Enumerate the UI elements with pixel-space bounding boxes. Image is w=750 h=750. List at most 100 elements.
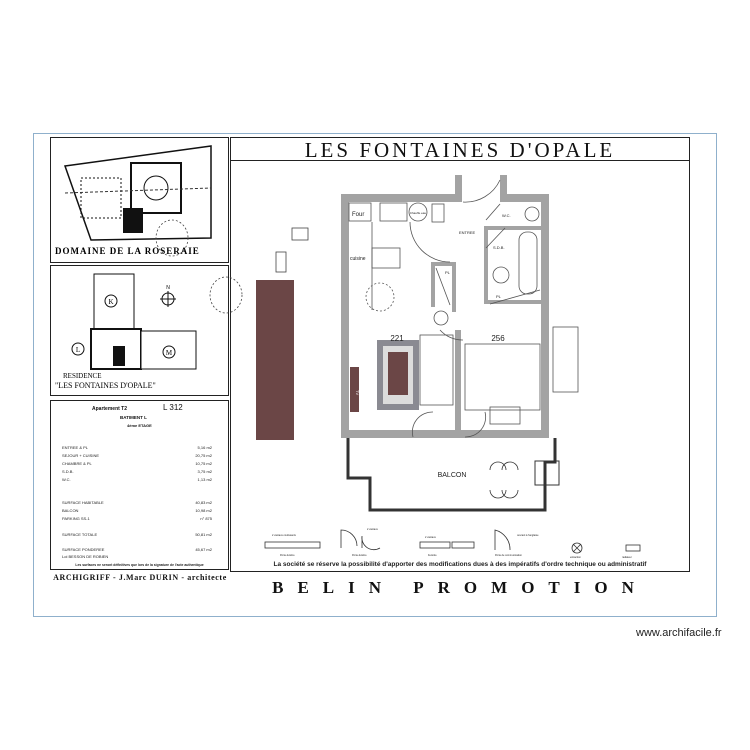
wall-pl-side (431, 262, 435, 307)
room-name: CHAMBRE & PL (62, 461, 92, 466)
desk (489, 406, 521, 425)
site-plan-panel: DOMAINE DE LA ROSERAIE (50, 137, 229, 263)
label-tv: TV (355, 390, 360, 395)
building-name: BATIMENT L (120, 415, 147, 420)
legend-symbols (264, 529, 641, 554)
door-bedroom (439, 329, 464, 341)
label-pl-2: PL (496, 294, 502, 299)
legend-label: Porte-fenêtre (280, 554, 295, 557)
room-name: ENTREE & PL (62, 445, 89, 450)
wall-corridor-right (500, 175, 507, 202)
site-courtyard (130, 162, 182, 214)
site-outline (63, 145, 212, 241)
water-heater (408, 202, 428, 222)
wardrobe (552, 326, 579, 393)
wall-sdb-bottom (484, 300, 544, 304)
kitchen-island (371, 247, 401, 269)
total-name: SURFACE HABITABLE (62, 500, 104, 505)
wall-left (341, 194, 349, 438)
residence-label: RESIDENCE (63, 372, 102, 380)
legend-sliding-door (264, 541, 321, 549)
total-name: BALCON (62, 508, 79, 513)
legend-note: La société se réserve la possibilité d'a… (273, 561, 647, 568)
bed (464, 343, 541, 411)
oven (348, 202, 372, 222)
dimension-256: 256 (491, 334, 505, 343)
apartment-highlight (113, 346, 125, 366)
total-row: BALCON 10,98 m2 (62, 508, 212, 513)
sofa (419, 334, 454, 406)
balcony-outline (346, 438, 557, 512)
door-sdb (485, 227, 506, 249)
watermark[interactable]: www.archifacile.fr (636, 627, 722, 639)
walls (341, 175, 549, 438)
building-m-marker (162, 345, 176, 359)
loose-table-2 (155, 219, 189, 257)
plant (433, 310, 449, 326)
legend-label: Porte de communication (495, 554, 523, 557)
loose-furniture-block (256, 280, 294, 440)
window-door-2 (464, 411, 486, 438)
lot-number: L 312 (163, 403, 183, 412)
room-area: 1,13 m2 (197, 477, 212, 482)
building-m-letter: M (166, 349, 173, 357)
surface-totale-label: SURFACE TOTALE (62, 532, 98, 537)
label-kitchen: cuisine (350, 256, 366, 262)
loose-chair (275, 251, 287, 273)
room-row: ENTREE & PL 5,16 m2 (62, 445, 212, 450)
sink (379, 202, 408, 222)
loose-table (209, 276, 243, 314)
floor-level: 4ème ETAGE (127, 423, 152, 428)
wall-pl (431, 262, 456, 266)
total-area: 40,83 m2 (195, 500, 212, 505)
radiator-icon (625, 544, 641, 552)
wall-partition (455, 330, 461, 438)
surface-totale-value: 50,81 m2 (195, 532, 212, 537)
surface-ponderee-label: SURFACE PONDEREE (62, 547, 105, 552)
apartment-type: Apartement T2 (92, 406, 128, 412)
pl2-door (489, 289, 541, 305)
site-building (123, 208, 143, 233)
document-frame (33, 133, 717, 617)
total-row: SURFACE HABITABLE 40,83 m2 (62, 500, 212, 505)
legend-label: ouvrant à l'anglaise (517, 534, 539, 537)
room-name: W.C. (62, 477, 71, 482)
dimension-221: 221 (390, 334, 404, 343)
room-name: SEJOUR + CUISINE (62, 453, 100, 458)
total-area: n° 875 (200, 516, 212, 521)
washbasin (492, 266, 510, 284)
fridge (431, 203, 445, 223)
title-divider (230, 160, 690, 161)
info-panel (50, 400, 229, 570)
label-wc: W.C. (502, 213, 511, 218)
toilet (524, 206, 540, 222)
north-arrow-icon: N (160, 285, 176, 307)
total-area: 10,98 m2 (195, 508, 212, 513)
project-title: LES FONTAINES D'OPALE (304, 138, 616, 162)
legend-door (494, 529, 511, 551)
legend-french-window (340, 529, 358, 548)
surface-ponderee-sub: Loi BESSON DE ROBIEN (62, 554, 109, 559)
tv-unit (350, 367, 359, 412)
room-row: CHAMBRE & PL 10,75 m2 (62, 461, 212, 466)
wall-top-left (341, 194, 462, 202)
room-area: 5,16 m2 (197, 445, 212, 450)
site-fountain (143, 175, 169, 201)
wall-corridor-left (455, 175, 462, 202)
legend-window (419, 541, 451, 549)
building-k-letter: K (108, 298, 113, 306)
balcony-chairs (489, 461, 519, 499)
extraction-icon (571, 542, 583, 554)
wall-wc (484, 226, 544, 230)
room-area: 10,75 m2 (195, 461, 212, 466)
site-block (80, 177, 122, 219)
wall-right (541, 194, 549, 438)
window-door-1 (412, 411, 434, 438)
legend-label: Fenêtre (428, 554, 437, 557)
wall-bottom (341, 430, 549, 438)
legend-label: extraction (570, 556, 581, 559)
label-chauffe-eau: Chauffe eau (410, 211, 427, 215)
